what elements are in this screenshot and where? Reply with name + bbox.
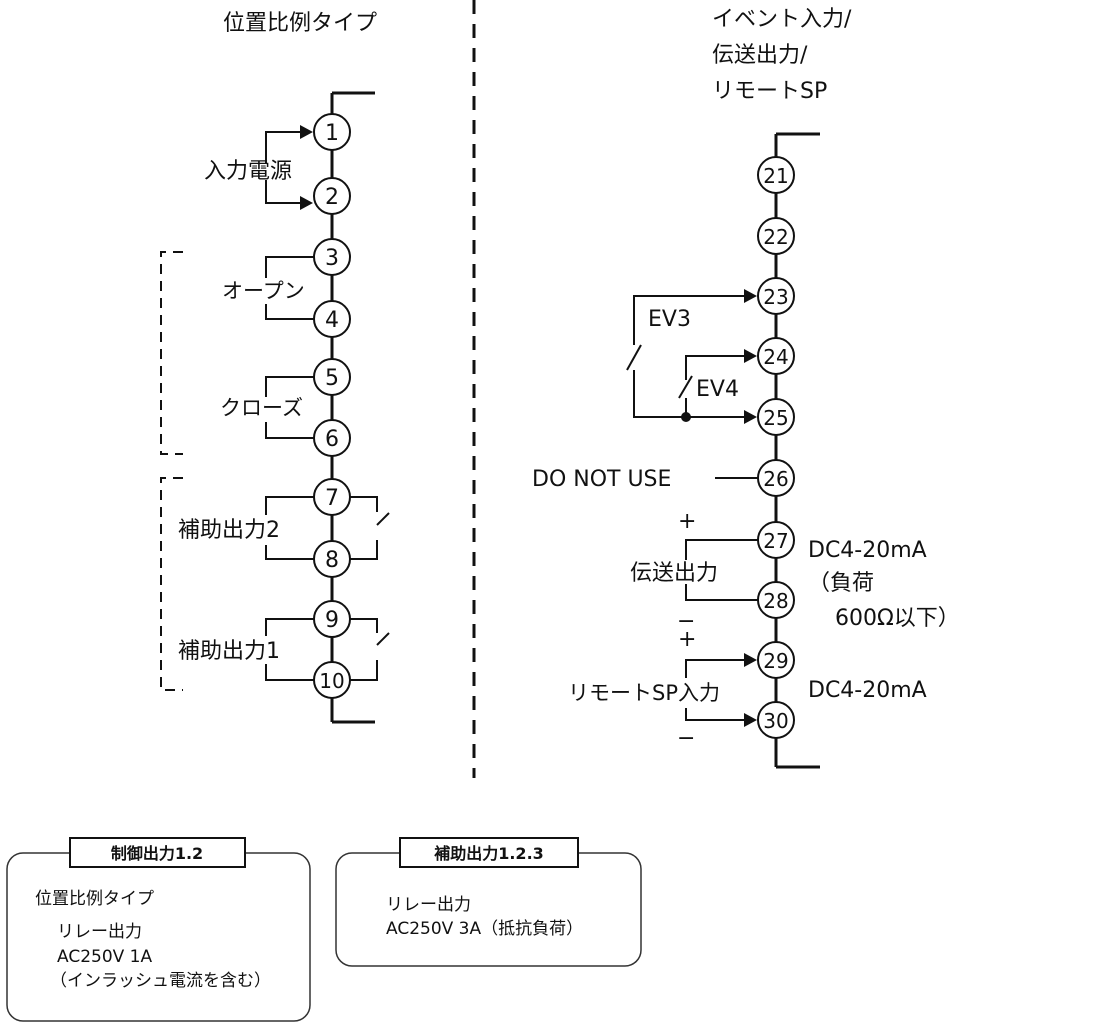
terminal-30-label: 30 bbox=[763, 709, 788, 733]
aux-output-line-2: AC250V 3A（抵抗負荷） bbox=[386, 919, 583, 939]
terminal-9 bbox=[313, 600, 351, 638]
transmission-label: 伝送出力 bbox=[630, 561, 718, 586]
transmission-wiring bbox=[685, 539, 758, 601]
control-output-line-4: （インラッシュ電流を含む） bbox=[50, 971, 271, 991]
terminal-30 bbox=[757, 701, 795, 739]
arrow-to-terminal-24 bbox=[744, 349, 757, 363]
terminal-23 bbox=[757, 277, 795, 315]
open-label: オープン bbox=[222, 279, 305, 303]
arrow-to-terminal-25 bbox=[744, 410, 757, 424]
terminal-21-label: 21 bbox=[763, 164, 788, 188]
right-terminals: 21 22 23 24 25 26 27 28 29 30 bbox=[757, 156, 795, 739]
transmission-load-2: 600Ω以下） bbox=[835, 606, 960, 631]
terminal-5-label: 5 bbox=[325, 366, 339, 391]
arrow-to-terminal-1 bbox=[300, 125, 313, 139]
arrow-to-terminal-29 bbox=[744, 653, 757, 667]
terminal-23-label: 23 bbox=[763, 285, 788, 309]
transmission-plus: + bbox=[678, 509, 696, 534]
terminal-21 bbox=[757, 156, 795, 194]
left-terminals: 1 2 3 4 5 6 7 8 9 10 bbox=[313, 113, 351, 699]
left-header: 位置比例タイプ bbox=[223, 11, 377, 36]
close-wiring bbox=[265, 376, 314, 439]
transmission-minus: − bbox=[677, 609, 695, 634]
terminal-8 bbox=[313, 540, 351, 578]
terminal-24-label: 24 bbox=[763, 345, 788, 369]
power-label: 入力電源 bbox=[204, 159, 292, 184]
aux1-wiring bbox=[265, 618, 390, 681]
aux-output-title: 補助出力1.2.3 bbox=[433, 844, 544, 863]
terminal-27 bbox=[757, 521, 795, 559]
terminal-29-label: 29 bbox=[763, 649, 788, 673]
right-header-line1: イベント入力/ bbox=[712, 7, 852, 32]
terminal-28-label: 28 bbox=[763, 589, 788, 613]
control-output-line-3: AC250V 1A bbox=[57, 947, 152, 967]
ev4-label: EV4 bbox=[696, 377, 739, 402]
terminal-10-label: 10 bbox=[319, 669, 344, 693]
terminal-8-label: 8 bbox=[325, 548, 339, 573]
transmission-range: DC4-20mA bbox=[808, 538, 927, 563]
power-input-wiring bbox=[265, 131, 302, 204]
control-output-line-2: リレー出力 bbox=[57, 922, 142, 942]
control-output-line-1: 位置比例タイプ bbox=[35, 889, 154, 909]
aux1-label: 補助出力1 bbox=[178, 639, 280, 664]
terminal-9-label: 9 bbox=[325, 608, 339, 633]
bracket-aux-output bbox=[160, 477, 183, 691]
arrow-to-terminal-2 bbox=[300, 196, 313, 210]
terminal-6 bbox=[313, 419, 351, 457]
arrow-to-terminal-23 bbox=[744, 289, 757, 303]
ev3-label: EV3 bbox=[648, 307, 691, 332]
terminal-28 bbox=[757, 581, 795, 619]
aux-output-box: 補助出力1.2.3 リレー出力 AC250V 3A（抵抗負荷） bbox=[335, 837, 642, 967]
terminal-5 bbox=[313, 358, 351, 396]
terminal-3 bbox=[313, 238, 351, 276]
transmission-load-1: （負荷 bbox=[808, 571, 874, 596]
terminal-29 bbox=[757, 641, 795, 679]
terminal-2 bbox=[313, 177, 351, 215]
terminal-22-label: 22 bbox=[763, 225, 788, 249]
terminal-1 bbox=[313, 113, 351, 151]
terminal-6-label: 6 bbox=[325, 427, 339, 452]
terminal-1-label: 1 bbox=[325, 121, 339, 146]
terminal-26 bbox=[757, 459, 795, 497]
aux2-wiring bbox=[265, 496, 390, 560]
control-output-box: 制御出力1.2 位置比例タイプ リレー出力 AC250V 1A （インラッシュ電… bbox=[6, 837, 311, 1022]
bracket-control-output bbox=[160, 251, 183, 455]
do-not-use-label: DO NOT USE bbox=[532, 467, 671, 492]
terminal-2-label: 2 bbox=[325, 185, 339, 210]
aux-output-line-1: リレー出力 bbox=[386, 895, 471, 915]
junction-dot bbox=[681, 412, 691, 422]
terminal-26-label: 26 bbox=[763, 467, 788, 491]
terminal-7 bbox=[313, 478, 351, 516]
event-input-wiring bbox=[626, 295, 745, 418]
remote-sp-range: DC4-20mA bbox=[808, 678, 927, 703]
terminal-25-label: 25 bbox=[763, 406, 788, 430]
terminal-7-label: 7 bbox=[325, 486, 339, 511]
terminal-24 bbox=[757, 337, 795, 375]
aux2-label: 補助出力2 bbox=[178, 518, 280, 543]
right-header-line2: 伝送出力/ bbox=[712, 43, 808, 68]
remote-sp-wiring bbox=[685, 659, 745, 721]
remote-sp-plus: + bbox=[678, 627, 696, 652]
terminal-22 bbox=[757, 217, 795, 255]
close-label: クローズ bbox=[220, 396, 303, 420]
remote-sp-label: リモートSP入力 bbox=[568, 681, 720, 705]
terminal-27-label: 27 bbox=[763, 529, 788, 553]
control-output-title: 制御出力1.2 bbox=[111, 844, 203, 863]
remote-sp-minus: − bbox=[677, 726, 695, 751]
terminal-3-label: 3 bbox=[325, 246, 339, 271]
arrow-to-terminal-30 bbox=[744, 713, 757, 727]
terminal-4-label: 4 bbox=[325, 308, 339, 333]
terminal-25 bbox=[757, 398, 795, 436]
terminal-4 bbox=[313, 300, 351, 338]
terminal-10 bbox=[313, 661, 351, 699]
open-wiring bbox=[265, 256, 314, 320]
right-header-line3: リモートSP bbox=[712, 79, 827, 104]
